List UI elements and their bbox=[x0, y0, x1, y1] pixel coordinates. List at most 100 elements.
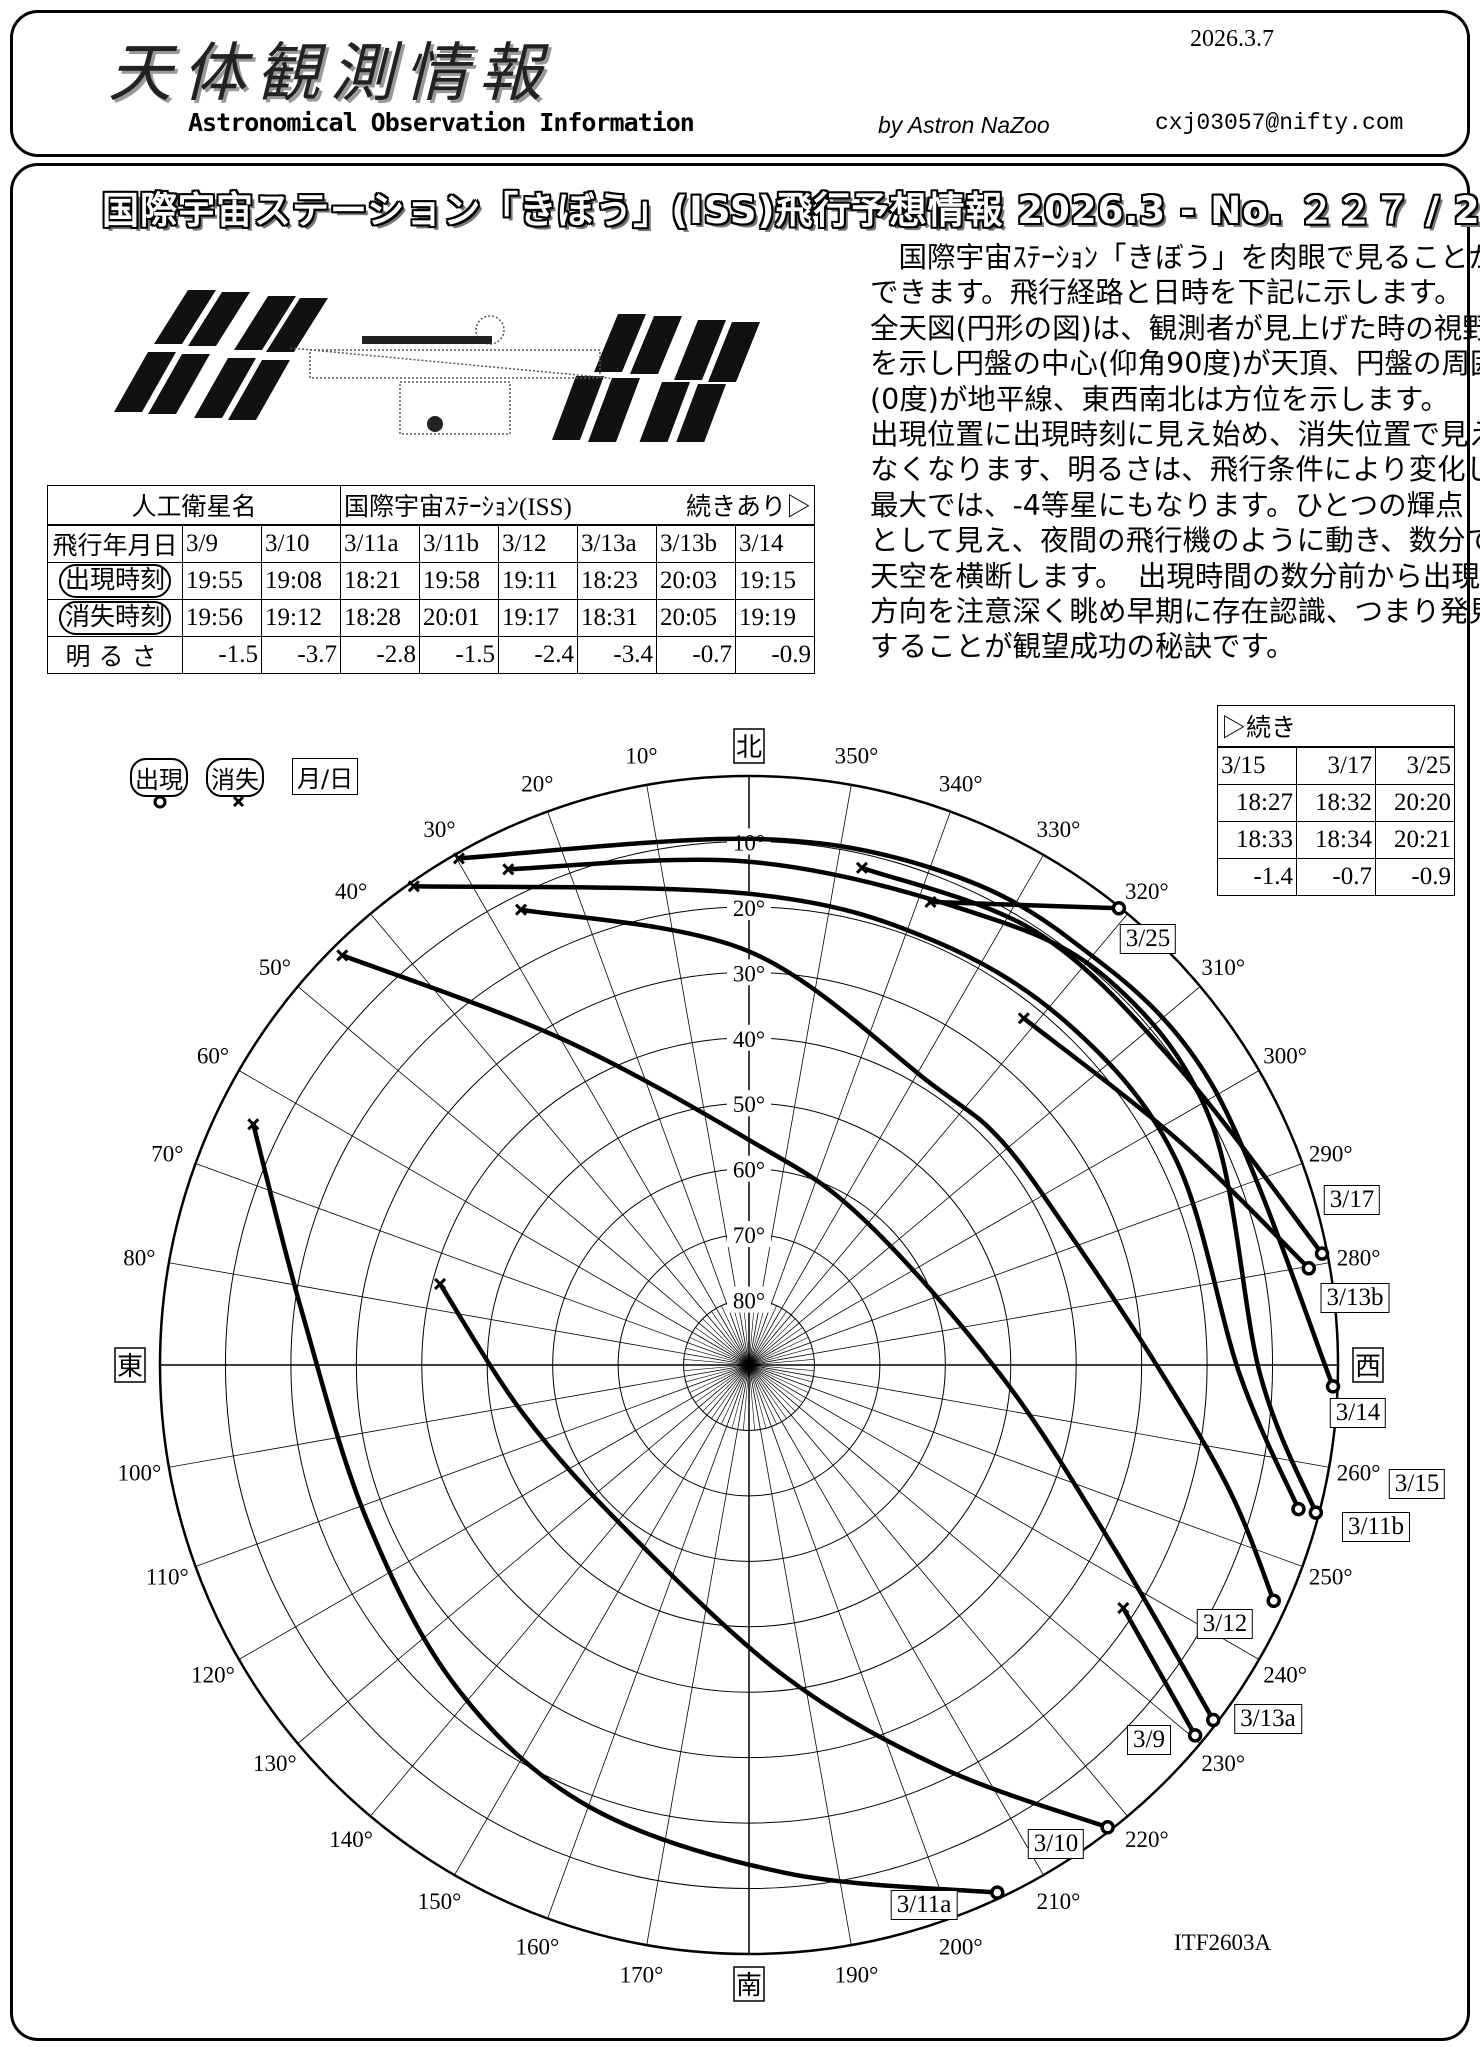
azimuth-spoke bbox=[297, 1364, 750, 1744]
elevation-label-bg bbox=[727, 1024, 771, 1051]
azimuth-tick-label: 190° bbox=[835, 1963, 879, 1988]
issue-date: 2026.3.7 bbox=[1190, 26, 1274, 52]
azimuth-tick-label: 140° bbox=[329, 1827, 373, 1852]
pass-track bbox=[456, 836, 1336, 1389]
azimuth-spoke bbox=[195, 1163, 750, 1366]
pass-set: 20:01 bbox=[419, 599, 499, 637]
pass-mag: -0.7 bbox=[656, 636, 736, 674]
set-marker-icon bbox=[232, 795, 245, 808]
elevation-label-bg bbox=[727, 1155, 771, 1182]
table-row: 明るさ-1.5-3.7-2.8-1.5-2.4-3.4-0.7-0.9 bbox=[47, 636, 815, 674]
rise-point-marker bbox=[990, 1885, 1005, 1900]
azimuth-tick-label: 100° bbox=[118, 1460, 162, 1485]
azimuth-spoke-minor bbox=[748, 1364, 803, 1403]
intro-line: 最大では、-4等星にもなります。ひとつの輝点 bbox=[870, 488, 1464, 522]
pass-track bbox=[506, 857, 1319, 1515]
row-label: 飛行年月日 bbox=[52, 533, 178, 560]
legend-set: 消失 bbox=[206, 758, 264, 797]
row-label-cell: 飛行年月日 bbox=[47, 524, 183, 563]
cardinal-east: 東 bbox=[117, 1352, 143, 1382]
pass-date: 3/9 bbox=[182, 524, 262, 563]
pass-set: 18:33 bbox=[1217, 821, 1297, 859]
azimuth-spoke bbox=[748, 811, 951, 1366]
azimuth-tick-label: 60° bbox=[197, 1044, 229, 1069]
page-title: 国際宇宙ステーション「きぼう」(ISS)飛行予想情報 2026.3 - No. … bbox=[102, 189, 1480, 232]
pass-rise: 18:32 bbox=[1296, 784, 1376, 822]
pass-rise: 19:58 bbox=[419, 562, 499, 600]
cardinal-box bbox=[733, 728, 765, 764]
azimuth-spoke-minor bbox=[742, 1364, 750, 1431]
rise-point-marker bbox=[1291, 1501, 1306, 1517]
set-point-marker bbox=[407, 880, 420, 893]
pass-set: 19:56 bbox=[182, 599, 262, 637]
azimuth-spoke bbox=[748, 1163, 1303, 1366]
elevation-tick-label: 80° bbox=[733, 1289, 765, 1314]
rise-point-marker bbox=[1111, 901, 1127, 916]
azimuth-spoke bbox=[748, 1364, 1260, 1660]
azimuth-spoke bbox=[748, 1364, 852, 1946]
rise-point-marker bbox=[1314, 1246, 1330, 1261]
azimuth-spoke-minor bbox=[748, 1364, 787, 1419]
track-date-label: 3/12 bbox=[1196, 1609, 1254, 1639]
track-date-label: 3/13a bbox=[1234, 1704, 1302, 1734]
cardinal-box bbox=[733, 1966, 765, 2002]
pass-mag: -1.5 bbox=[419, 636, 499, 674]
rise-point-marker bbox=[1308, 1505, 1324, 1520]
azimuth-tick-label: 110° bbox=[146, 1565, 189, 1590]
pass-mag: -0.9 bbox=[1375, 858, 1455, 896]
pass-track bbox=[1121, 1605, 1198, 1738]
pass-mag: -3.4 bbox=[577, 636, 657, 674]
pass-set: 19:12 bbox=[261, 599, 341, 637]
pass-track bbox=[859, 865, 1325, 1256]
author: by Astron NaZoo bbox=[878, 112, 1050, 138]
pass-rise: 18:23 bbox=[577, 562, 657, 600]
azimuth-spoke-minor bbox=[711, 1364, 750, 1419]
set-point-marker bbox=[514, 903, 528, 916]
pass-track bbox=[340, 953, 1216, 1723]
azimuth-spoke-minor bbox=[748, 1364, 767, 1429]
set-point-marker bbox=[336, 949, 349, 962]
intro-line: 出現位置に出現時刻に見え始め、消失位置で見え bbox=[870, 418, 1480, 452]
azimuth-tick-label: 220° bbox=[1125, 1827, 1169, 1852]
set-point-marker bbox=[855, 861, 869, 874]
zenith-point bbox=[745, 1361, 753, 1369]
track-date-label: 3/11a bbox=[890, 1890, 958, 1920]
rise-marker-icon bbox=[153, 795, 167, 809]
set-point-marker bbox=[1117, 1602, 1130, 1615]
track-date-label: 3/11b bbox=[1341, 1512, 1411, 1542]
pass-date: 3/14 bbox=[735, 524, 815, 563]
azimuth-spoke-minor bbox=[721, 1364, 750, 1425]
pass-date: 3/15 bbox=[1217, 746, 1297, 785]
azimuth-tick-label: 130° bbox=[253, 1751, 297, 1776]
document-code: ITF2603A bbox=[1174, 1930, 1272, 1955]
cardinal-box bbox=[114, 1347, 146, 1383]
azimuth-spoke bbox=[748, 1364, 1201, 1744]
azimuth-spoke-minor bbox=[731, 1364, 750, 1429]
azimuth-tick-label: 300° bbox=[1263, 1044, 1307, 1069]
azimuth-spoke bbox=[748, 1364, 1303, 1567]
table-header-row: ▷続き bbox=[1217, 705, 1455, 748]
azimuth-tick-label: 80° bbox=[123, 1246, 155, 1271]
email-link[interactable]: cxj03057@nifty.com bbox=[1155, 110, 1404, 136]
pass-mag: -0.9 bbox=[735, 636, 815, 674]
azimuth-spoke bbox=[454, 854, 750, 1366]
triangle-right-icon: ▷ bbox=[785, 494, 811, 521]
azimuth-spoke-minor bbox=[748, 1318, 796, 1366]
pass-date: 3/11a bbox=[340, 524, 420, 563]
continuation-label: 続き bbox=[1246, 715, 1297, 742]
elevation-tick-label: 30° bbox=[733, 961, 765, 986]
pass-set: 18:31 bbox=[577, 599, 657, 637]
elevation-tick-label: 50° bbox=[733, 1092, 765, 1117]
set-point-marker bbox=[452, 852, 465, 865]
rise-point-marker bbox=[1100, 1820, 1115, 1835]
continued-link[interactable]: 続きあり▷ bbox=[686, 487, 811, 523]
pass-set: 20:05 bbox=[656, 599, 736, 637]
azimuth-tick-label: 240° bbox=[1263, 1663, 1307, 1688]
azimuth-spoke-minor bbox=[695, 1364, 750, 1403]
set-point-marker bbox=[924, 895, 937, 908]
track-date-label: 3/15 bbox=[1388, 1469, 1446, 1499]
cardinal-box bbox=[1352, 1347, 1384, 1383]
set-point-marker bbox=[1017, 1012, 1030, 1025]
